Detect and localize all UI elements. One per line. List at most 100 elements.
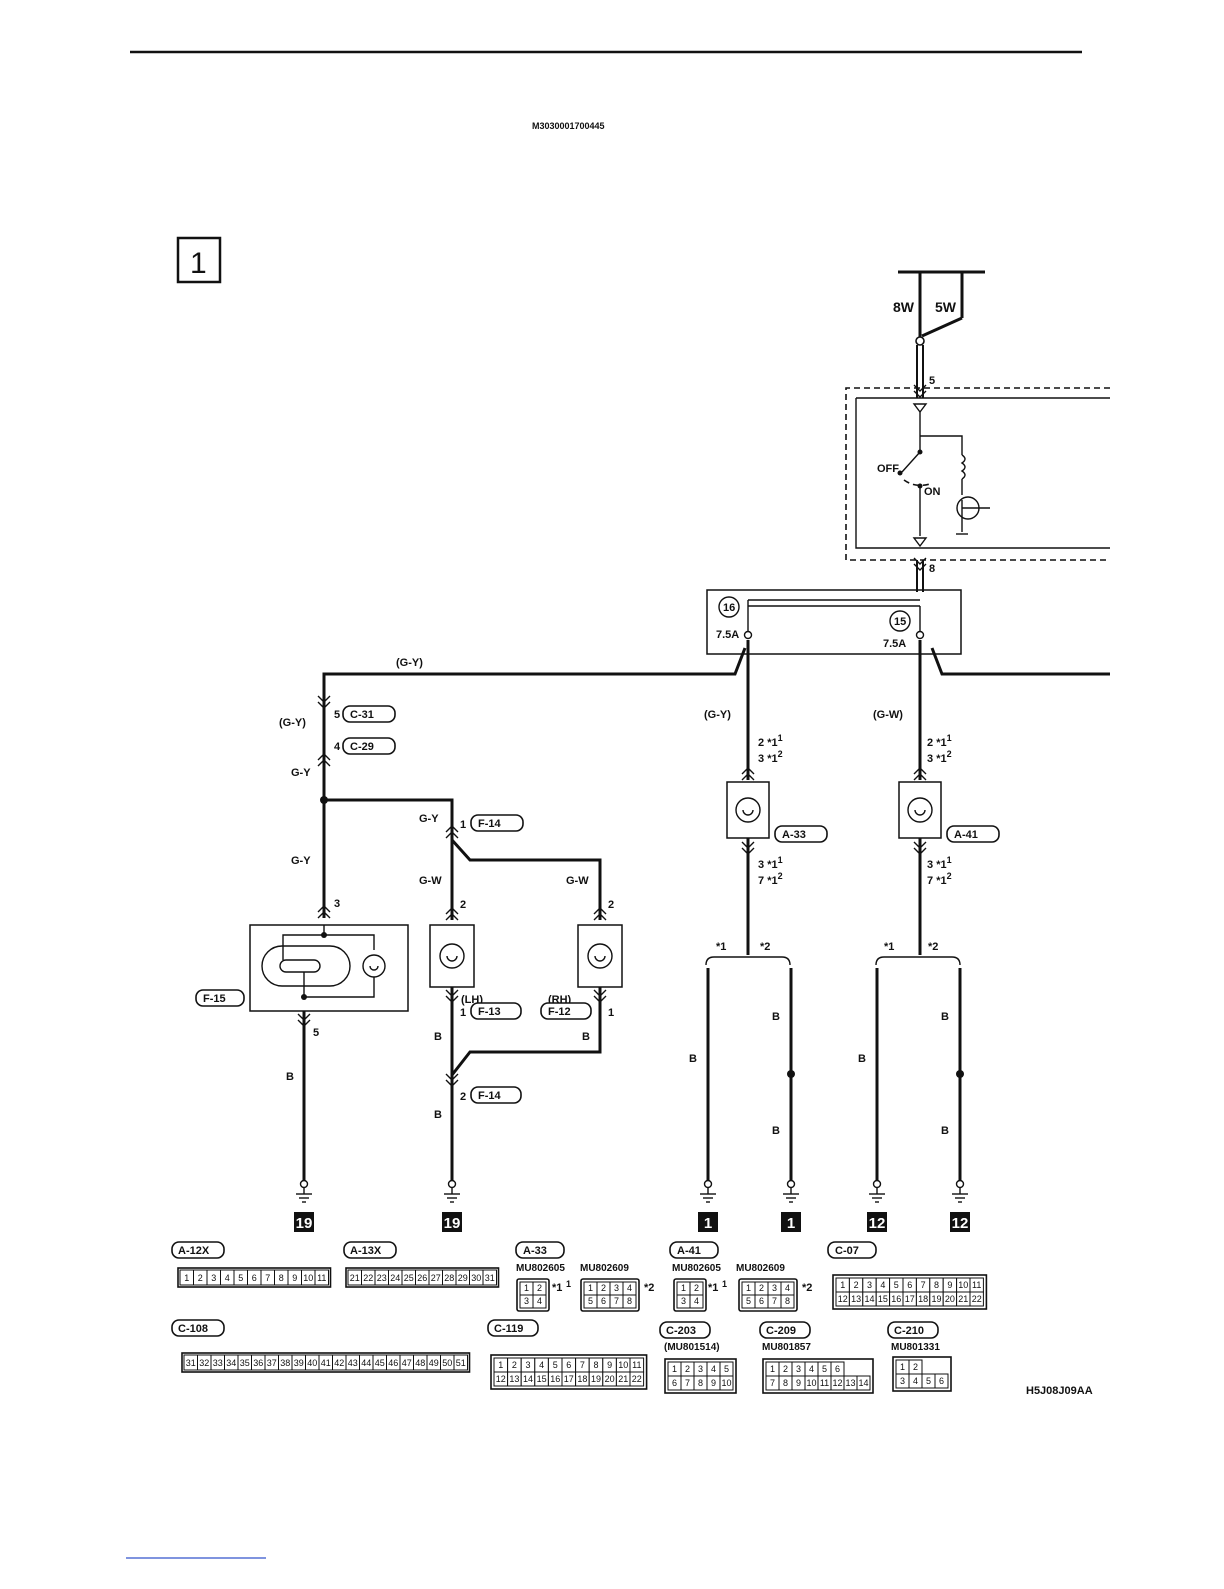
connector-pin: 10 — [806, 1378, 816, 1388]
connector-pin: 44 — [361, 1358, 371, 1368]
connector-pin: 6 — [835, 1364, 840, 1374]
connector-pin: 5 — [894, 1280, 899, 1290]
wire-label-left-gy-2: G-Y — [291, 855, 311, 867]
wire-label-left-gy-1: G-Y — [291, 767, 311, 779]
connector-pin: 9 — [607, 1360, 612, 1370]
ground-12: 12 — [867, 1179, 887, 1232]
svg-text:*1: *1 — [708, 1282, 718, 1294]
connector-pin: 2 — [198, 1273, 203, 1283]
connector-pin: 43 — [348, 1358, 358, 1368]
connector-pin: 7 — [685, 1378, 690, 1388]
connector-pin: 7 — [580, 1360, 585, 1370]
connector-pin: 20 — [945, 1294, 955, 1304]
svg-text:C-108: C-108 — [178, 1323, 208, 1335]
a41-variant-2: *2 — [928, 941, 938, 953]
wire-label-b9: B — [941, 1011, 949, 1023]
a33-variant-2: *2 — [760, 941, 770, 953]
conn-c29-pin: 4 — [334, 741, 341, 753]
fuse-16-marker — [718, 596, 740, 618]
wire-label-b4: B — [434, 1109, 442, 1121]
connector-pin: 4 — [627, 1283, 632, 1293]
connector-pin: 39 — [294, 1358, 304, 1368]
connector-pin: 6 — [907, 1280, 912, 1290]
connector-pin: 3 — [867, 1280, 872, 1290]
connector-pin: 13 — [845, 1378, 855, 1388]
svg-text:C-210: C-210 — [894, 1325, 924, 1337]
connector-pin: 3 — [772, 1283, 777, 1293]
connector-pin: 7 — [265, 1273, 270, 1283]
connector-pin: 41 — [321, 1358, 331, 1368]
connector-pin: 1 — [681, 1283, 686, 1293]
connector-pin: 9 — [292, 1273, 297, 1283]
svg-text:(MU801514): (MU801514) — [664, 1342, 720, 1353]
connector-pin: 21 — [958, 1294, 968, 1304]
wire-label-a33-gy: (G-Y) — [704, 709, 731, 721]
connector-pin: 11 — [317, 1273, 326, 1283]
connector-pin: 5 — [746, 1296, 751, 1306]
conn-f14-bot-label: F-14 — [478, 1090, 502, 1102]
connector-pin: 28 — [444, 1273, 454, 1283]
connector-pin: 9 — [796, 1378, 801, 1388]
relay-off-label: OFF — [877, 463, 899, 475]
connector-pin: 17 — [905, 1294, 915, 1304]
connector-pin: 2 — [783, 1364, 788, 1374]
fuse-5w-label: 5W — [935, 299, 957, 315]
connector-pin: 1 — [498, 1360, 503, 1370]
connector-pin: 25 — [404, 1273, 414, 1283]
connector-pin: 15 — [537, 1374, 547, 1384]
svg-text:1: 1 — [722, 1279, 727, 1289]
connector-pin: 8 — [279, 1273, 284, 1283]
connector-pin: 21 — [350, 1273, 360, 1283]
ground-1: 1 — [781, 1179, 801, 1232]
connector-pin: 18 — [918, 1294, 928, 1304]
section-number: 1 — [190, 247, 207, 280]
connector-pin: 4 — [785, 1283, 790, 1293]
connector-pin: 8 — [934, 1280, 939, 1290]
connector-pin: 19 — [591, 1374, 601, 1384]
connector-pin: 32 — [199, 1358, 209, 1368]
connector-pin: 38 — [280, 1358, 290, 1368]
connector-pin: 5 — [822, 1364, 827, 1374]
connector-pin: 3 — [900, 1376, 905, 1386]
connector-pin: 5 — [724, 1364, 729, 1374]
svg-text:A-41: A-41 — [677, 1245, 701, 1257]
connector-pin: 13 — [851, 1294, 861, 1304]
connector-pin: 24 — [390, 1273, 400, 1283]
connector-pin: 3 — [614, 1283, 619, 1293]
svg-text:*2: *2 — [644, 1282, 654, 1294]
connector-pin: 2 — [537, 1283, 542, 1293]
svg-text:MU802605: MU802605 — [516, 1263, 565, 1274]
connector-pin: 4 — [694, 1296, 699, 1306]
relay-on-label: ON — [924, 486, 941, 498]
connector-pin: 3 — [681, 1296, 686, 1306]
connector-pin: 35 — [240, 1358, 250, 1368]
connector-pin: 6 — [939, 1376, 944, 1386]
svg-text:A-12X: A-12X — [178, 1245, 210, 1257]
connector-pin: 5 — [588, 1296, 593, 1306]
connector-pin: 12 — [832, 1378, 842, 1388]
a33-pin-top-1: 2 *11 — [758, 733, 783, 749]
connector-pin: 36 — [253, 1358, 263, 1368]
ground-12: 12 — [950, 1179, 970, 1232]
svg-text:MU802609: MU802609 — [736, 1263, 785, 1274]
connector-pin: 14 — [858, 1378, 868, 1388]
a41-pin-bot-1: 3 *11 — [927, 855, 952, 871]
conn-c31-label: C-31 — [350, 709, 374, 721]
connector-pin: 4 — [539, 1360, 544, 1370]
f15-component — [249, 924, 409, 1012]
connector-pin: 45 — [375, 1358, 385, 1368]
conn-f13-label: F-13 — [478, 1006, 501, 1018]
svg-text:C-203: C-203 — [666, 1325, 696, 1337]
conn-c31-pin: 5 — [334, 709, 340, 721]
connector-pin: 4 — [537, 1296, 542, 1306]
connector-pin: 3 — [796, 1364, 801, 1374]
connector-pin: 7 — [614, 1296, 619, 1306]
conn-a33-label: A-33 — [782, 829, 806, 841]
a41-pin-top-2: 3 *12 — [927, 749, 952, 765]
ground-label: 19 — [296, 1215, 313, 1232]
